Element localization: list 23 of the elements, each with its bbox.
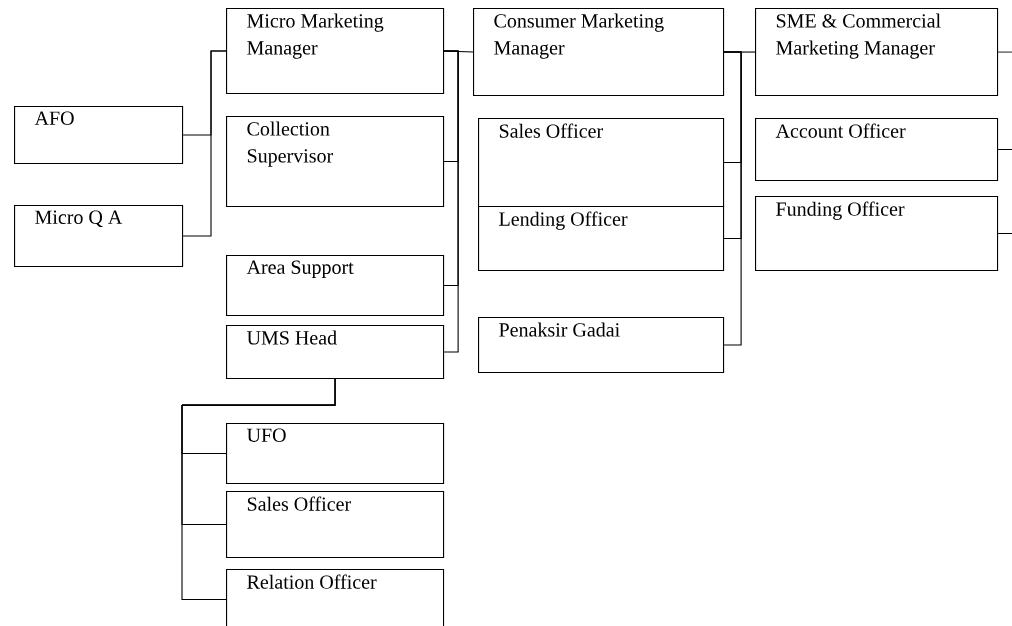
org-box: Micro Q A	[14, 205, 184, 268]
org-box: Sales Officer	[226, 491, 445, 559]
org-box: Relation Officer	[226, 569, 445, 626]
org-box: Area Support	[226, 255, 445, 317]
connector-line	[723, 51, 742, 346]
org-box: Micro Marketing Manager	[226, 8, 445, 95]
org-box: Lending Officer	[478, 206, 725, 272]
connector-line	[997, 233, 1012, 235]
connector-line	[443, 50, 459, 353]
org-box: Account Officer	[755, 118, 999, 182]
org-box: Collection Supervisor	[226, 116, 445, 208]
org-box: Penaksir Gadai	[478, 317, 725, 374]
org-box: Consumer Marketing Manager	[473, 8, 725, 97]
connector-line	[997, 51, 1012, 53]
connector-line	[997, 149, 1012, 151]
org-box: AFO	[14, 106, 184, 165]
org-box: UMS Head	[226, 325, 445, 380]
org-box: UFO	[226, 423, 445, 485]
connector-line	[182, 50, 227, 237]
connector-line	[181, 378, 336, 601]
org-box: SME & Commercial Marketing Manager	[755, 8, 999, 97]
org-box: Sales Officer	[478, 118, 725, 208]
org-box: Funding Officer	[755, 196, 999, 272]
